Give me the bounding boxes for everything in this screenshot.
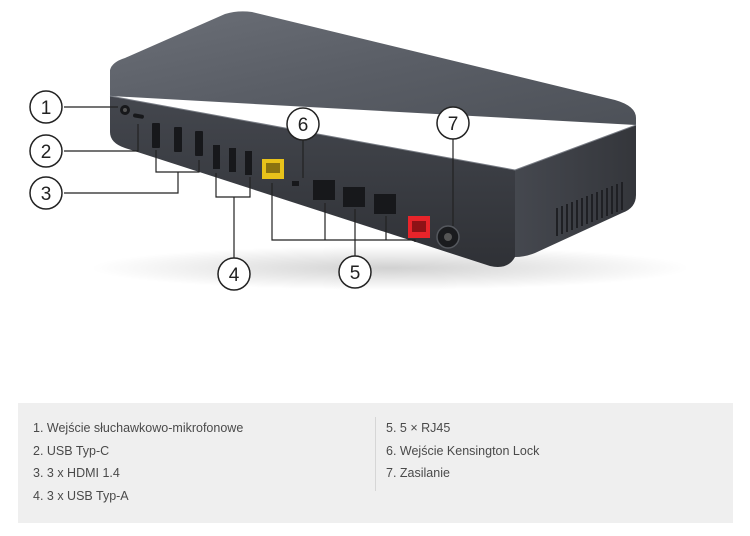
callout-6: 6 (286, 107, 320, 141)
usb-c-port (133, 113, 144, 119)
callout-number: 7 (448, 114, 459, 135)
callout-4: 4 (217, 257, 251, 291)
rj45-port (343, 187, 365, 207)
legend-column-right: 5. 5 × RJ45 6. Wejście Kensington Lock 7… (375, 417, 539, 491)
device-shadow (90, 246, 690, 290)
callout-1: 1 (29, 90, 63, 124)
callout-number: 3 (41, 184, 52, 205)
legend-item: 2. USB Typ-C (33, 443, 110, 458)
usb-a-port (213, 145, 220, 169)
usb-a-port (245, 151, 252, 175)
ports (120, 105, 460, 249)
legend-item: 3. 3 x HDMI 1.4 (33, 466, 120, 480)
legend-item: 7. Zasilanie (386, 466, 450, 480)
callout-5: 5 (338, 255, 372, 289)
legend-column-left: 1. Wejście słuchawkowo-mikrofonowe 2. US… (33, 417, 243, 507)
callout-number: 6 (298, 115, 309, 136)
callout-2: 2 (29, 134, 63, 168)
port-legend: 1. Wejście słuchawkowo-mikrofonowe 2. US… (18, 403, 733, 523)
rj45-port (313, 180, 335, 200)
callout-lines (64, 106, 454, 258)
device-edge (109, 95, 637, 171)
callout-number: 2 (41, 142, 52, 163)
product-photo: 1 2 3 4 5 6 7 (29, 11, 690, 291)
device-side-face (515, 118, 636, 257)
callout-3: 3 (29, 176, 63, 210)
legend-item: 5. 5 × RJ45 (386, 421, 451, 435)
callout-number: 4 (229, 265, 240, 286)
legend-item: 4. 3 x USB Typ-A (33, 488, 129, 503)
hdmi-port (152, 123, 160, 148)
legend-item: 1. Wejście słuchawkowo-mikrofonowe (33, 421, 244, 435)
callout-number: 1 (41, 98, 52, 119)
usb-a-port (229, 148, 236, 172)
legend-item: 6. Wejście Kensington Lock (386, 443, 540, 458)
device-top-face (110, 11, 636, 125)
side-vents (556, 182, 623, 236)
device-illustration: 1 2 3 4 5 6 7 (29, 11, 690, 291)
callout-7: 7 (436, 106, 470, 140)
rj45-port (374, 194, 396, 214)
hdmi-port (195, 131, 203, 156)
hdmi-port (174, 127, 182, 152)
callout-number: 5 (350, 263, 361, 284)
kensington-lock-slot (292, 181, 299, 186)
